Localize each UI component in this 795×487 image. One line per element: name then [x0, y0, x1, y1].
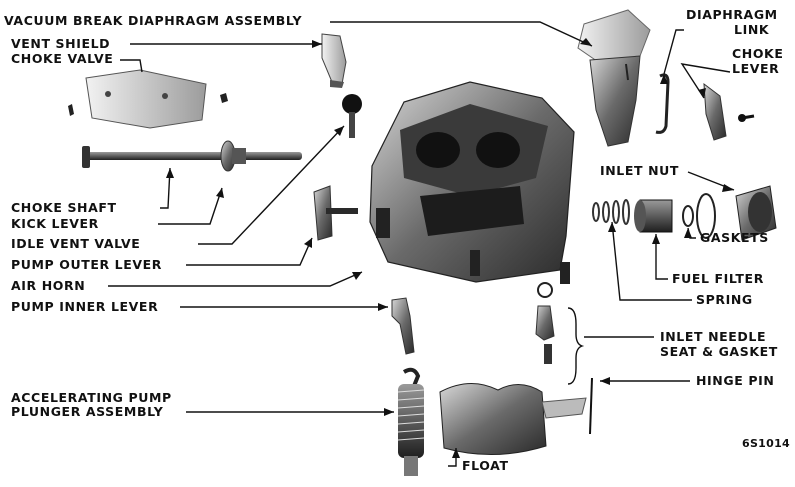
label-air-horn: AIR HORN — [11, 278, 86, 293]
label-inlet-nut: INLET NUT — [600, 163, 680, 178]
accel-pump-part — [397, 367, 425, 476]
pump-outer-lever-part — [313, 185, 358, 241]
label-pump-inner-lever: PUMP INNER LEVER — [11, 299, 159, 314]
spring-part — [592, 199, 630, 225]
label-diaphragm-link-line1: DIAPHRAGM — [686, 7, 778, 22]
label-gaskets: GASKETS — [700, 230, 769, 245]
float-part — [439, 383, 587, 456]
label-inlet-needle-line1: INLET NEEDLE — [660, 329, 767, 344]
label-fuel-filter: FUEL FILTER — [672, 271, 764, 286]
label-idle-vent-valve: IDLE VENT VALVE — [11, 236, 141, 251]
label-choke-lever-line1: CHOKE — [732, 46, 784, 61]
label-spring: SPRING — [696, 292, 753, 307]
inlet-needle-part — [535, 282, 555, 364]
label-accel-pump-line2: PLUNGER ASSEMBLY — [11, 404, 164, 419]
label-hinge-pin: HINGE PIN — [696, 373, 775, 388]
choke-valve-screws — [68, 93, 228, 116]
choke-valve-part — [85, 69, 207, 129]
figure-reference-number: 6S1014 — [742, 437, 790, 450]
choke-shaft-part — [82, 140, 302, 172]
label-pump-outer-lever: PUMP OUTER LEVER — [11, 257, 163, 272]
label-choke-lever-line2: LEVER — [732, 61, 780, 76]
label-choke-shaft: CHOKE SHAFT — [11, 200, 117, 215]
hinge-pin-part — [589, 377, 593, 435]
choke-lever-part — [703, 82, 755, 141]
fuel-filter-part — [634, 199, 673, 233]
label-kick-lever: KICK LEVER — [11, 216, 99, 231]
vacuum-break-part — [577, 9, 651, 147]
label-vacuum-break: VACUUM BREAK DIAPHRAGM ASSEMBLY — [4, 13, 303, 28]
leader-arrowheads — [166, 38, 734, 458]
label-choke-valve: CHOKE VALVE — [11, 51, 114, 66]
label-diaphragm-link-line2: LINK — [734, 22, 770, 37]
pump-inner-lever-part — [391, 297, 415, 355]
label-float: FLOAT — [462, 458, 509, 473]
label-accel-pump-line1: ACCELERATING PUMP — [11, 390, 172, 405]
vent-shield-part — [321, 33, 347, 88]
gaskets-part — [682, 193, 716, 239]
leader-lines — [108, 21, 735, 467]
label-inlet-needle-line2: SEAT & GASKET — [660, 344, 778, 359]
air-horn-part — [369, 81, 575, 284]
label-vent-shield: VENT SHIELD — [11, 36, 111, 51]
idle-vent-valve-part — [342, 94, 362, 138]
inlet-nut-part — [735, 185, 777, 241]
